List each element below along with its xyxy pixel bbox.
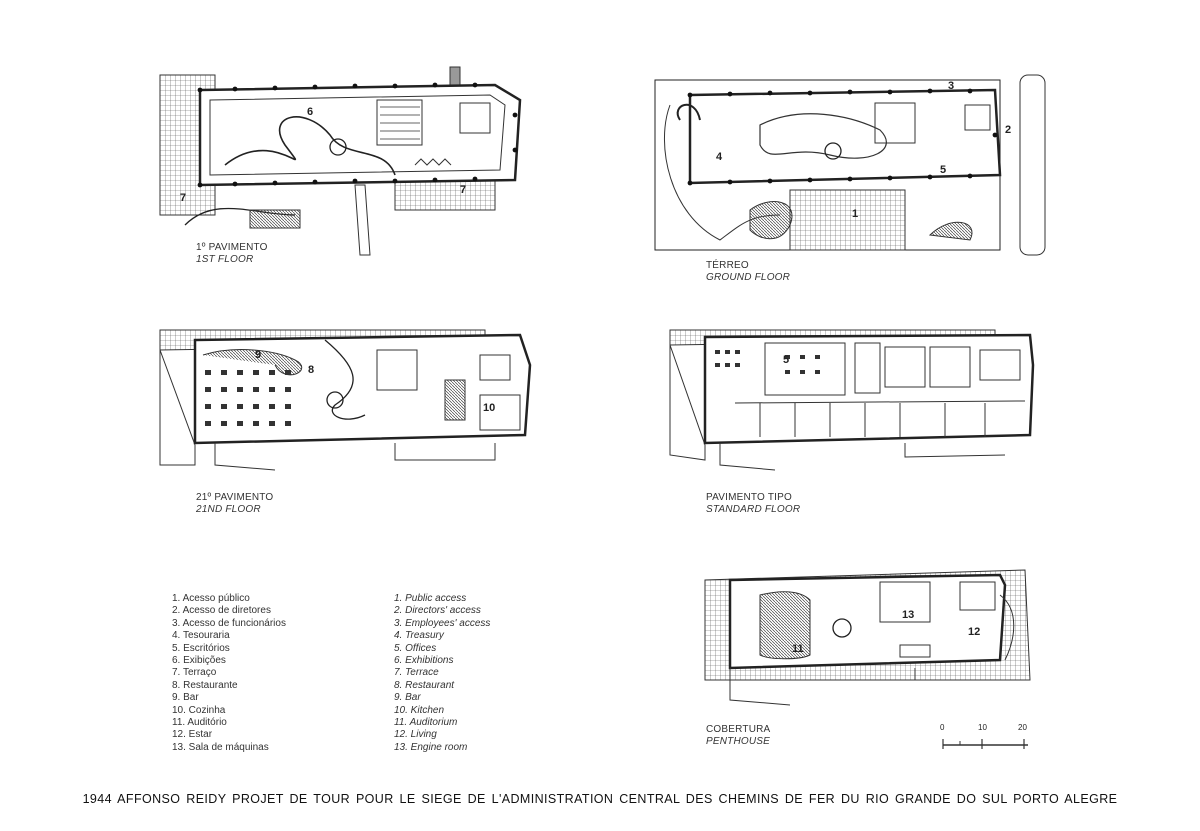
plan-first-floor: 6 7 7 (155, 65, 525, 265)
legend-item: 10. Kitchen (394, 704, 445, 716)
plan-label: 7 (180, 192, 186, 204)
legend-item: 6. Exhibitions (394, 655, 454, 667)
legend-item: 11. Auditório (172, 717, 227, 729)
legend-item: 9. Bar (394, 692, 421, 704)
plan-label: 9 (255, 349, 261, 361)
legend-item: 7. Terraço (172, 667, 217, 679)
legend-item: 8. Restaurant (394, 679, 455, 691)
legend-item: 13. Engine room (394, 741, 468, 753)
plan-penthouse: 13 12 11 (700, 560, 1040, 720)
plan-label: 1 (852, 208, 858, 220)
plan-label: 4 (716, 151, 723, 163)
caption-pt: COBERTURA (706, 724, 771, 735)
caption-ground-floor: TÉRREO GROUND FLOOR (706, 260, 790, 284)
legend-item: 3. Acesso de funcionários (172, 617, 286, 629)
plan-label: 5 (940, 164, 946, 176)
legend-item: 11. Auditorium (394, 717, 458, 729)
legend-item: 7. Terrace (394, 667, 439, 679)
caption-en: STANDARD FLOOR (706, 504, 801, 515)
scale-tick-label: 0 (940, 723, 945, 732)
plan-label: 2 (1005, 124, 1011, 136)
caption-en: 1ST FLOOR (196, 254, 254, 265)
caption-first-floor: 1º PAVIMENTO 1ST FLOOR (196, 242, 268, 266)
plan-label: 3 (948, 80, 954, 92)
legend-item: 5. Escritórios (172, 642, 230, 654)
legend-item: 12. Living (394, 729, 437, 741)
plan-standard-floor: 5 (665, 325, 1045, 475)
legend-item: 8. Restaurante (172, 679, 238, 691)
plan-label: 8 (308, 364, 314, 376)
plan-label: 12 (968, 626, 980, 638)
legend-item: 4. Treasury (394, 630, 444, 642)
legend-item: 5. Offices (394, 642, 437, 654)
legend-item: 12. Estar (172, 729, 213, 741)
scale-bar: 0 10 20 (938, 723, 1038, 759)
plan-21st-floor: 9 8 10 (155, 325, 535, 475)
footer-caption: 1944 AFFONSO REIDY PROJET DE TOUR POUR L… (82, 792, 1118, 806)
caption-21st-floor: 21º PAVIMENTO 21ND FLOOR (196, 492, 273, 516)
caption-pt: 21º PAVIMENTO (196, 492, 274, 503)
plan-label: 10 (483, 402, 495, 414)
legend-item: 2. Directors' access (394, 605, 481, 617)
plan-label: 11 (792, 643, 804, 655)
legend-english: 1. Public access 2. Directors' access 3.… (394, 593, 490, 754)
caption-pt: TÉRREO (706, 260, 749, 271)
legend-item: 13. Sala de máquinas (172, 741, 269, 753)
plan-ground-floor: 3 2 4 5 1 (650, 65, 1050, 275)
caption-en: 21ND FLOOR (196, 504, 261, 515)
caption-penthouse: COBERTURA PENTHOUSE (706, 724, 770, 748)
legend-item: 10. Cozinha (172, 704, 226, 716)
caption-standard-floor: PAVIMENTO TIPO STANDARD FLOOR (706, 492, 800, 516)
caption-pt: 1º PAVIMENTO (196, 242, 268, 253)
legend-item: 1. Public access (394, 593, 467, 604)
plan-label: 5 (783, 354, 789, 366)
legend-item: 3. Employees' access (394, 617, 491, 629)
legend-item: 6. Exibições (172, 655, 226, 667)
caption-en: PENTHOUSE (706, 736, 771, 747)
plan-label: 13 (902, 609, 914, 621)
caption-pt: PAVIMENTO TIPO (706, 492, 792, 503)
caption-en: GROUND FLOOR (706, 272, 791, 283)
legend-portuguese: 1. Acesso público 2. Acesso de diretores… (172, 593, 286, 754)
scale-tick-label: 10 (978, 723, 987, 732)
legend-item: 2. Acesso de diretores (172, 605, 271, 617)
plan-label: 6 (307, 106, 313, 118)
legend-item: 4. Tesouraria (172, 630, 230, 642)
plan-label: 7 (460, 184, 466, 196)
scale-tick-label: 20 (1018, 723, 1027, 732)
legend-item: 9. Bar (172, 692, 199, 704)
legend-item: 1. Acesso público (172, 593, 250, 604)
